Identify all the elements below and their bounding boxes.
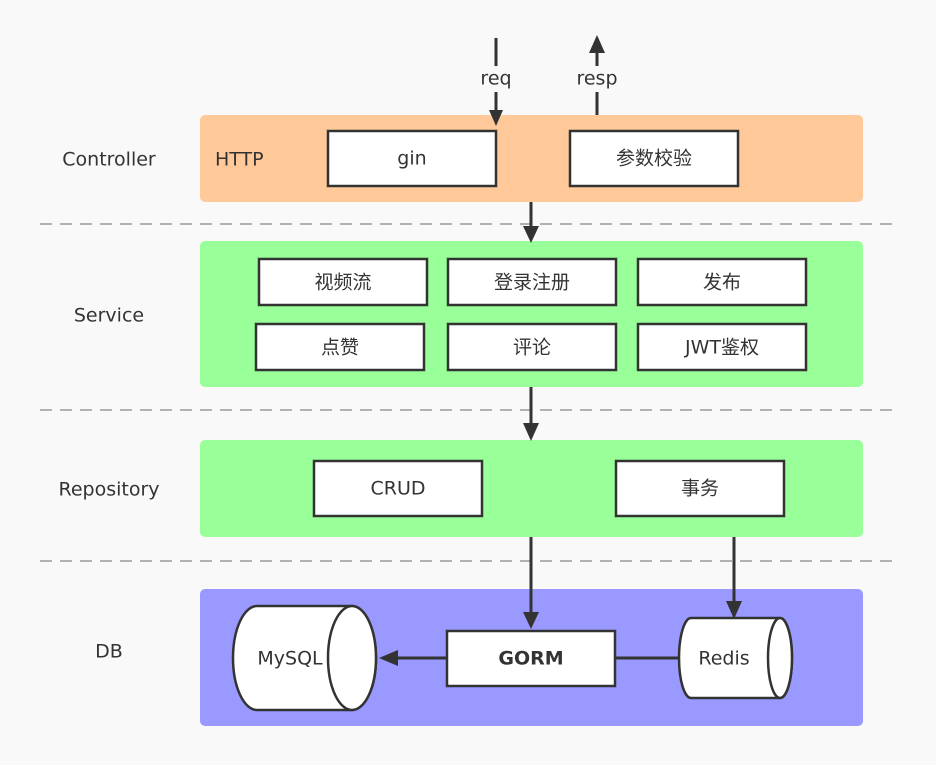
validation-label: 参数校验 <box>616 148 692 170</box>
gin-label: gin <box>397 148 426 170</box>
jwt-auth-box <box>636 322 808 372</box>
gorm-label: GORM <box>498 648 563 670</box>
layer-label-db: DB <box>95 641 123 663</box>
video-feed-box <box>257 257 429 307</box>
comment-box <box>446 322 618 372</box>
layer-label-service: Service <box>74 305 144 327</box>
redis-label: Redis <box>698 648 749 670</box>
crud-label: CRUD <box>370 478 425 500</box>
jwt-auth-label: JWT鉴权 <box>684 337 759 359</box>
mysql-label: MySQL <box>257 648 323 670</box>
transaction-label: 事务 <box>681 478 719 500</box>
login-register-box <box>446 257 618 307</box>
gin-box <box>326 129 498 188</box>
mysql-cylinder <box>231 604 378 712</box>
resp-arrow-head <box>589 35 605 53</box>
redis-cylinder <box>677 616 794 700</box>
req-label-bg <box>479 66 513 92</box>
validation-box <box>568 129 740 188</box>
transaction-box <box>614 459 786 518</box>
layer-label-repository: Repository <box>58 479 159 501</box>
comment-label: 评论 <box>513 337 551 359</box>
controller-band <box>200 115 863 202</box>
http-label: HTTP <box>215 149 264 171</box>
repository-to-redis-head <box>726 601 742 619</box>
login-register-label: 登录注册 <box>494 272 570 294</box>
crud-box <box>312 459 484 518</box>
like-box <box>254 322 426 372</box>
repository-to-gorm-head <box>523 612 539 629</box>
publish-box <box>636 257 808 307</box>
video-feed-label: 视频流 <box>314 272 371 294</box>
resp-label-bg <box>574 66 620 92</box>
gorm-to-mysql-head <box>379 650 398 666</box>
like-label: 点赞 <box>321 337 359 359</box>
resp-label: resp <box>576 68 617 90</box>
controller-to-service-head <box>523 226 539 243</box>
publish-label: 发布 <box>703 272 741 294</box>
service-to-repository-head <box>523 423 539 441</box>
req-arrow-head <box>489 110 503 126</box>
req-label: req <box>480 68 511 90</box>
layer-label-controller: Controller <box>62 149 156 171</box>
